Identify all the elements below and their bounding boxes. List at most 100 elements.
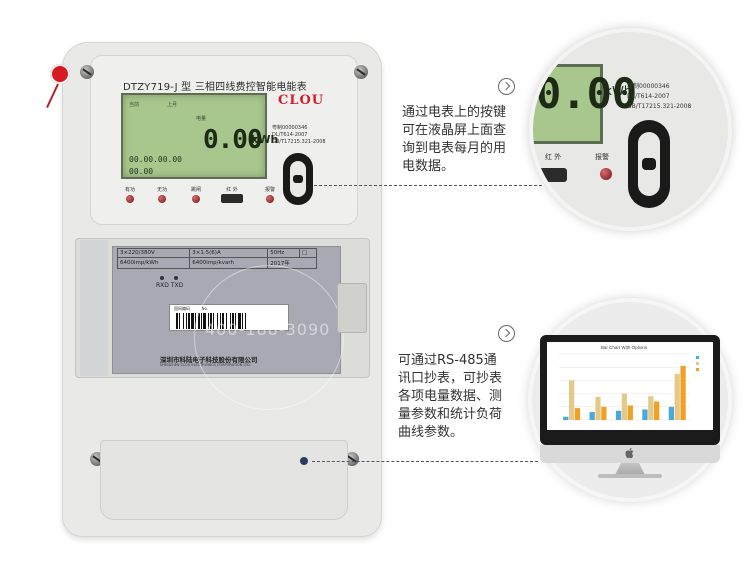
meter-model-title: DTZY719-J 型 三相四线费控智能电能表 xyxy=(123,82,307,93)
lcd-label-month: 上月 xyxy=(167,102,178,108)
led-trip-icon xyxy=(192,195,200,203)
chart-bar xyxy=(627,405,633,420)
callout-line: 曲线参数。 xyxy=(398,425,464,440)
spec-table: 3×220/380V 3×1.5(6)A 50Hz □ 6400imp/kWh … xyxy=(116,248,318,269)
zoom-alarm-label: 报警 xyxy=(595,153,609,161)
led-alarm-icon xyxy=(266,195,274,203)
chart-bar xyxy=(589,412,595,420)
spec-cell: 50Hz xyxy=(267,248,300,258)
callout-description: 通过电表上的按键 可在液晶屏上面查 询到电表每月的用 电数据。 xyxy=(402,104,506,176)
spec-cell: 3×1.5(6)A xyxy=(189,248,269,258)
zoom-certificate: 粤制00000346 DL/T614-2007 GB/T17215.321-20… xyxy=(627,82,691,112)
callout-line: 询到电表每月的用 xyxy=(402,141,507,156)
monitor: Bar Chart With Options xyxy=(540,335,720,445)
certificate-text: 粤制00000346 DL/T614-2007 GB/T17215.321-20… xyxy=(272,125,326,146)
callout-description: 可通过RS-485通 讯口抄表，可抄表 各项电量数据、测 量参数和统计负荷 曲线… xyxy=(398,352,502,442)
chart-bar xyxy=(668,406,674,420)
callout-line: 通过电表上的按键 xyxy=(402,105,507,120)
chart-bar xyxy=(568,380,575,420)
connector-line xyxy=(314,185,542,186)
lcd-energy-value: 0.00 xyxy=(203,125,263,155)
cert-line: GB/T17215.321-2008 xyxy=(627,103,692,110)
chart-bar xyxy=(674,373,680,420)
chart-legend-swatch xyxy=(696,362,699,365)
zoom-infrared-window xyxy=(539,168,567,182)
spec-cell: 6400imp/kWh xyxy=(116,257,191,269)
chart-title: Bar Chart With Options xyxy=(601,345,648,350)
clear-cover xyxy=(80,240,108,376)
play-arrow-icon xyxy=(498,78,515,95)
indicator-label: 报警 xyxy=(264,187,275,193)
bar-chart: Bar Chart With Options xyxy=(559,345,699,421)
zoom-lcd-callout: 0.00 kWh 粤制00000346 DL/T614-2007 GB/T172… xyxy=(533,32,728,227)
seal-icon xyxy=(50,64,70,84)
indicator-label: 无功 xyxy=(156,187,167,193)
cert-line: 粤制00000346 xyxy=(272,125,308,131)
spec-cell: 3×220/380V xyxy=(116,248,191,258)
terminal-cover xyxy=(100,440,348,520)
query-button[interactable] xyxy=(283,153,313,205)
led-txd-icon xyxy=(174,276,178,280)
indicator-label: 有功 xyxy=(124,187,135,193)
chart-bar xyxy=(642,409,648,420)
screw-icon xyxy=(80,65,94,79)
cover-latch xyxy=(337,283,367,333)
chart-legend-swatch xyxy=(696,356,699,359)
callout-line: 各项电量数据、测 xyxy=(398,389,503,404)
led-active-icon xyxy=(126,195,134,203)
comm-labels: RXD TXD xyxy=(156,282,183,289)
monitor-screen: Bar Chart With Options xyxy=(547,342,713,430)
chart-bar xyxy=(621,393,628,420)
callout-line: 可通过RS-485通 xyxy=(398,353,497,368)
cert-line: GB/T17215.321-2008 xyxy=(272,139,326,145)
chart-bar xyxy=(615,410,622,420)
screw-icon xyxy=(345,452,359,466)
chart-bar xyxy=(654,401,660,420)
seal-wire xyxy=(46,83,59,108)
callout-line: 电数据。 xyxy=(402,159,455,174)
callout-line: 量参数和统计负荷 xyxy=(398,407,503,422)
play-arrow-icon xyxy=(498,325,515,342)
spec-cell: 6400imp/kvarh xyxy=(189,257,269,269)
chart-bar xyxy=(595,396,601,420)
lcd-label-total: 当前 xyxy=(129,102,140,108)
watermark-stamp xyxy=(194,265,344,410)
lcd-line2: 00.00 xyxy=(129,167,154,176)
monitor-base xyxy=(598,474,662,478)
zoom-lcd: 0.00 xyxy=(533,64,637,144)
chart-legend-swatch xyxy=(696,368,699,371)
lcd-label-power: 电量 xyxy=(196,116,207,122)
lcd-datetime: 00.00.00.00 xyxy=(129,155,182,164)
zoom-ir-label: 红 外 xyxy=(545,153,562,161)
spec-cell: □ xyxy=(298,248,318,258)
zoom-unit: kWh xyxy=(605,84,632,98)
watermark-phone: 400-188-3090 xyxy=(205,320,331,339)
cert-line: 粤制00000346 xyxy=(627,83,670,90)
callout-line: 可在液晶屏上面查 xyxy=(402,123,507,138)
rxd-label: RXD xyxy=(156,282,169,289)
chart-bar xyxy=(563,416,569,420)
brand-logo: CLOU xyxy=(278,93,325,108)
lcd-display: 当前 上月 电量 0.00 kWh 00.00.00.00 00.00 xyxy=(121,93,278,179)
zoom-query-button xyxy=(628,120,670,208)
callout-line: 讯口抄表，可抄表 xyxy=(398,371,503,386)
screw-icon xyxy=(354,65,368,79)
monitor-stand xyxy=(615,463,645,475)
zoom-value: 0.00 xyxy=(536,69,638,118)
cert-line: DL/T614-2007 xyxy=(272,132,308,138)
infrared-window xyxy=(221,194,243,203)
led-reactive-icon xyxy=(158,195,166,203)
chart-bar xyxy=(574,408,581,420)
chart-bar xyxy=(680,365,686,420)
lcd-unit: kWh xyxy=(251,133,279,146)
spec-row: 6400imp/kWh 6400imp/kvarh 2017年 xyxy=(116,257,317,269)
indicator-label: 红 外 xyxy=(226,187,238,193)
txd-label: TXD xyxy=(170,282,184,289)
connector-line xyxy=(312,461,538,462)
chart-bar xyxy=(648,396,654,420)
apple-logo-icon xyxy=(625,448,634,459)
chart-bar xyxy=(601,406,607,420)
indicator-label: 跳闸 xyxy=(190,187,201,193)
rs485-port-marker xyxy=(300,457,308,465)
